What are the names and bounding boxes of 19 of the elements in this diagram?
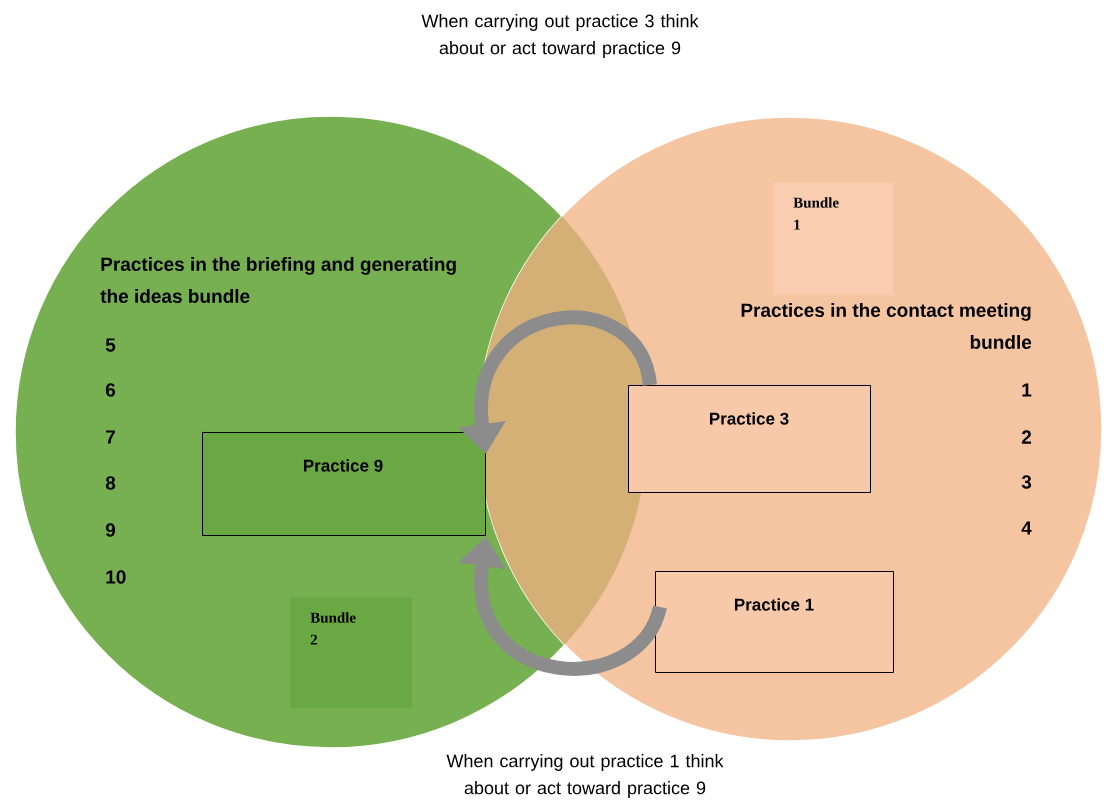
caption-text: When carrying out practice 3 think about or act toward practice 9	[421, 14, 699, 58]
list-number: 9	[105, 523, 116, 537]
list-number: 5	[105, 338, 116, 352]
list-number: 2	[1021, 430, 1032, 444]
list-number: 8	[105, 476, 116, 490]
list-number: 7	[106, 430, 115, 444]
bundle-box: Bundle 2	[290, 597, 413, 709]
list-number: 3	[1021, 475, 1032, 489]
caption-text: When carrying out practice 1 think about or act toward practice 9	[446, 754, 724, 798]
practice-box: Practice 9	[202, 432, 486, 536]
practice-box: Practice 1	[655, 571, 894, 673]
list-number: 6	[105, 383, 116, 397]
bundle-box: Bundle 1	[773, 182, 894, 296]
list-number: 1	[1022, 383, 1032, 397]
practice-box: Practice 3	[628, 385, 871, 493]
heading: Practices in the briefing and generating the ideas bundle	[100, 257, 456, 303]
heading: Practices in the contact meeting bundle	[741, 303, 1032, 349]
list-number: 10	[106, 570, 126, 584]
list-number: 4	[1021, 521, 1032, 535]
